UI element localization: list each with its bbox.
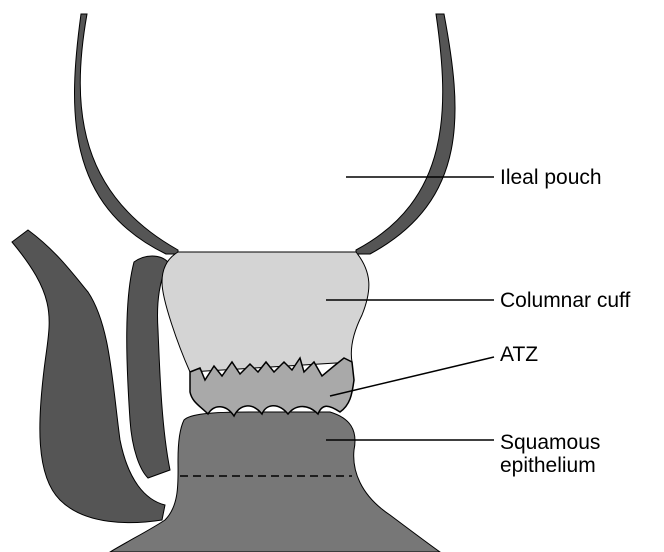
label-squamous-line1: Squamous (500, 431, 600, 454)
columnar-cuff (162, 252, 369, 372)
label-squamous-line2: epithelium (500, 454, 600, 477)
label-squamous-epithelium: Squamous epithelium (500, 431, 600, 477)
leader-line-atz (330, 357, 494, 396)
ileal-pouch-wall-right (356, 14, 455, 254)
label-atz: ATZ (500, 343, 538, 366)
label-columnar-cuff: Columnar cuff (500, 289, 630, 312)
ileal-pouch-wall (74, 14, 178, 254)
label-ileal-pouch: Ileal pouch (500, 166, 602, 189)
